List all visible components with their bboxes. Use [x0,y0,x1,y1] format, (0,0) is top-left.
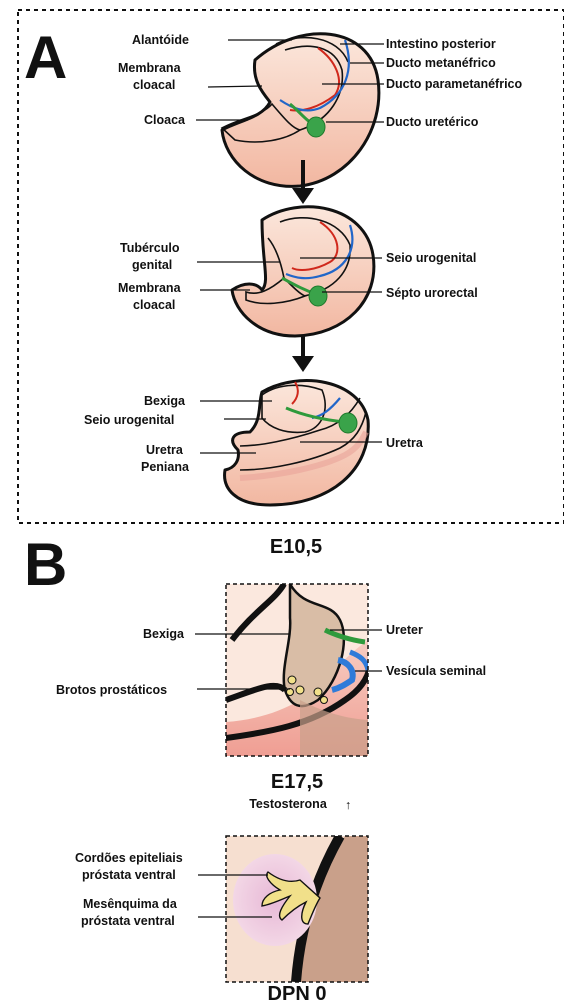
label-cloacal-1: cloacal [133,78,175,92]
label-seio-urogenital-1: Seio urogenital [386,251,476,265]
label-prostata-ventral-2: próstata ventral [81,914,175,928]
embryo-stage-2 [232,207,374,336]
label-bexiga-2: Bexiga [143,627,185,641]
ureteric-bud-2 [309,286,327,306]
inset-1 [226,584,370,756]
label-ducto-parametanefrico: Ducto parametanéfrico [386,77,523,91]
inset-2 [226,836,368,982]
hormone-up-arrow-icon: ↑ [345,798,351,812]
panel-b-letter: B [24,531,67,598]
label-vesicula-seminal: Vesícula seminal [386,664,486,678]
label-intestino-posterior: Intestino posterior [386,37,496,51]
label-cordoes-epiteliais: Cordões epiteliais [75,851,183,865]
ureteric-bud-3 [339,413,357,433]
label-uretra-right: Uretra [386,436,424,450]
label-membrana-1: Membrana [118,61,182,75]
label-peniana: Peniana [141,460,190,474]
label-ureter: Ureter [386,623,423,637]
label-uretra-left: Uretra [146,443,184,457]
embryo-stage-1 [222,34,379,187]
label-ducto-metanefrico: Ducto metanéfrico [386,56,496,70]
stage-dpn: DPN 0 [268,983,327,1003]
label-septo-urorectal: Sépto urorectal [386,286,478,300]
label-brotos-prostaticos: Brotos prostáticos [56,683,167,697]
embryo-stage-3 [225,381,369,505]
label-tuberculo: Tubérculo [120,241,180,255]
panel-a-letter: A [24,24,67,91]
label-cloaca: Cloaca [144,113,186,127]
label-membrana-2: Membrana [118,281,182,295]
hormone-label: Testosterona [249,797,328,811]
arrow-down-2 [292,335,314,372]
stage-e10: E10,5 [270,536,322,558]
label-bexiga-1: Bexiga [144,394,186,408]
label-mesenquima: Mesênquima da [83,897,178,911]
label-ducto-ureterico: Ducto uretérico [386,115,479,129]
ureteric-bud-1 [307,117,325,137]
label-seio-urogenital-2: Seio urogenital [84,413,174,427]
label-alantoide: Alantóide [132,33,189,47]
label-prostata-ventral-1: próstata ventral [82,868,176,882]
label-cloacal-2: cloacal [133,298,175,312]
label-genital: genital [132,258,172,272]
stage-e17: E17,5 [271,771,323,793]
